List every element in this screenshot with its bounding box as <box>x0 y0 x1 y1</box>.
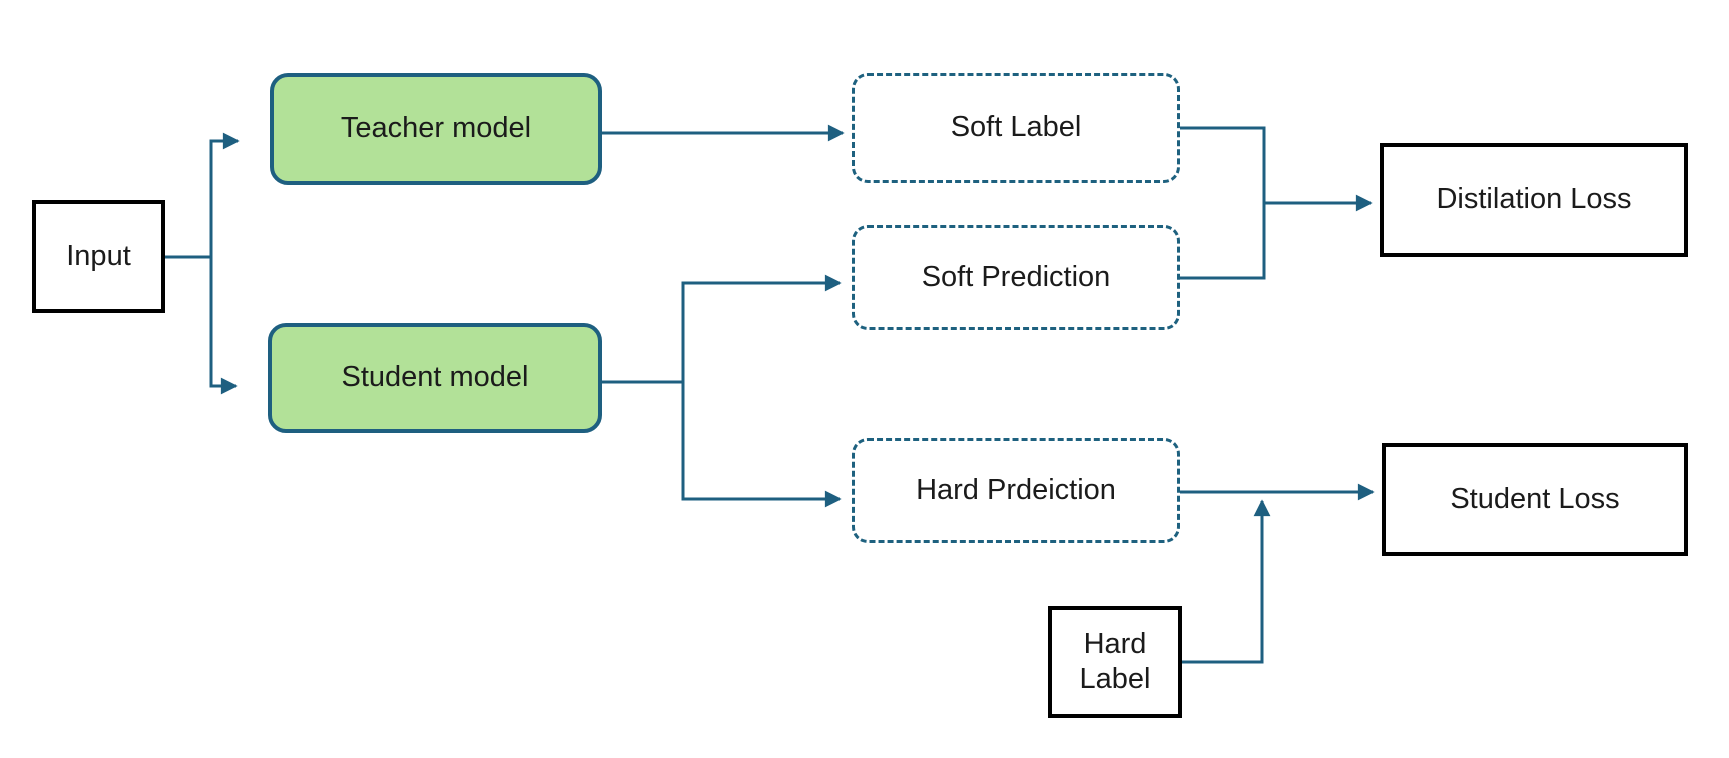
connector-softlabel-softprediction-merge <box>1180 126 1266 280</box>
node-soft-prediction: Soft Prediction <box>852 225 1180 330</box>
node-student-loss-label: Student Loss <box>1450 482 1620 515</box>
node-input-label: Input <box>66 239 131 272</box>
node-hard-label: Hard Label <box>1048 606 1182 718</box>
connector-input-branch <box>209 132 240 395</box>
node-distillation-loss-label: Distilation Loss <box>1436 183 1632 216</box>
node-hard-label-label: Hard Label <box>1079 627 1151 695</box>
node-soft-label-label: Soft Label <box>950 111 1082 144</box>
node-student-model-label: Student model <box>341 361 529 394</box>
connector-hard-label-up <box>1182 499 1271 664</box>
node-hard-prediction-label: Hard Prdeiction <box>916 473 1116 506</box>
node-soft-label: Soft Label <box>852 73 1180 183</box>
node-student-loss: Student Loss <box>1382 443 1688 556</box>
connector-student-branch <box>681 274 842 508</box>
node-distillation-loss: Distilation Loss <box>1380 143 1688 257</box>
node-teacher-model: Teacher model <box>270 73 602 185</box>
node-teacher-model-label: Teacher model <box>340 112 532 145</box>
node-student-model: Student model <box>268 323 602 433</box>
node-soft-prediction-label: Soft Prediction <box>921 260 1111 293</box>
node-hard-prediction: Hard Prdeiction <box>852 438 1180 543</box>
node-input: Input <box>32 200 165 313</box>
